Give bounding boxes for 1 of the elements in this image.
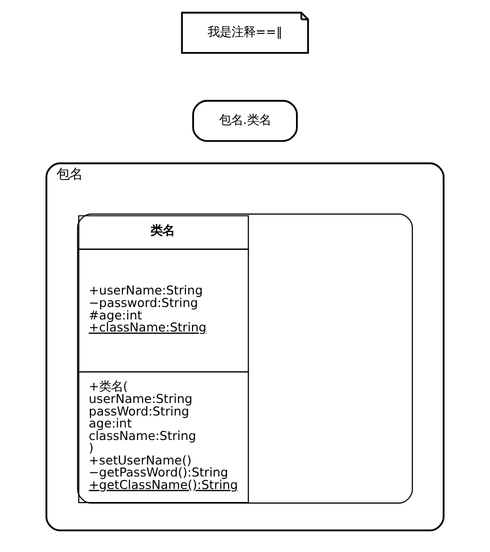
node-box: 包名.类名: [192, 100, 298, 142]
